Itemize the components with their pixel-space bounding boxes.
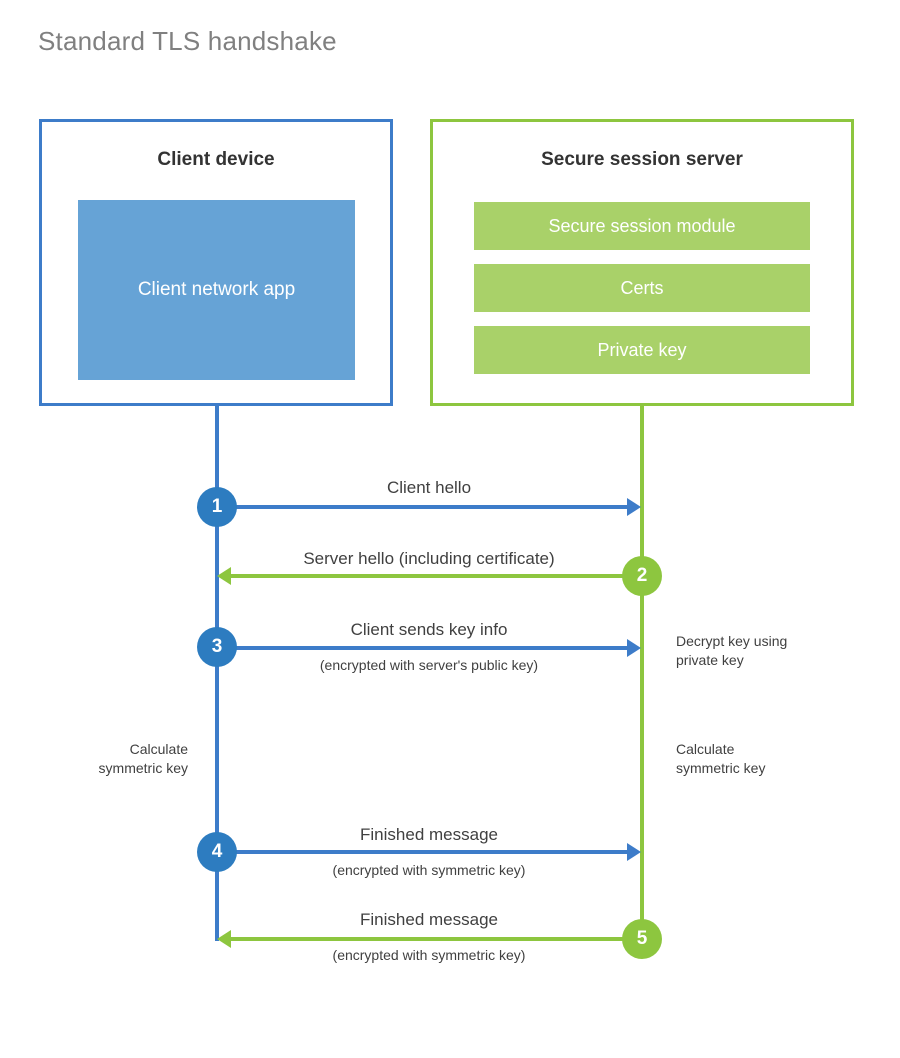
step-badge-1: 1	[197, 487, 237, 527]
arrow-head-right-icon	[627, 639, 641, 657]
server-component-certs: Certs	[474, 264, 810, 312]
step-3-label: Client sends key info	[350, 620, 508, 639]
client-device-title: Client device	[157, 149, 275, 170]
server-component-private-key: Private key	[474, 326, 810, 374]
step-4-label: Finished message	[360, 825, 498, 844]
client-device-box: Client device Client network app	[39, 119, 393, 406]
client-network-app-block: Client network app	[78, 200, 355, 380]
server-component-secure-session-module: Secure session module	[474, 202, 810, 250]
arrow-head-left-icon	[217, 930, 231, 948]
step-2-label: Server hello (including certificate)	[303, 549, 555, 568]
step-badge-2: 2	[622, 556, 662, 596]
step-5-sublabel: (encrypted with symmetric key)	[332, 947, 526, 963]
client-lifeline	[215, 406, 219, 941]
step-3-sublabel: (encrypted with server's public key)	[319, 657, 539, 673]
server-calculate-symmetric-key-note: Calculate symmetric key	[676, 741, 766, 776]
server-decrypt-note: Decrypt key using private key	[676, 633, 788, 668]
arrow-head-right-icon	[627, 498, 641, 516]
step-4-sublabel: (encrypted with symmetric key)	[332, 862, 526, 878]
client-network-app-label: Client network app	[137, 279, 296, 300]
step-3-arrow	[217, 639, 641, 657]
arrow-head-right-icon	[627, 843, 641, 861]
server-lifeline	[640, 406, 644, 940]
step-4-arrow	[217, 843, 641, 861]
arrow-head-left-icon	[217, 567, 231, 585]
step-1-arrow	[217, 498, 641, 516]
client-calculate-symmetric-key-note: Calculate symmetric key	[98, 741, 188, 776]
secure-session-server-title: Secure session server	[541, 149, 743, 170]
step-1-label: Client hello	[386, 478, 472, 497]
step-5-label: Finished message	[360, 910, 498, 929]
step-5-arrow	[217, 930, 642, 948]
step-badge-4: 4	[197, 832, 237, 872]
page-title: Standard TLS handshake	[38, 26, 337, 56]
step-badge-3: 3	[197, 627, 237, 667]
step-badge-5: 5	[622, 919, 662, 959]
secure-session-server-box: Secure session server Secure session mod…	[430, 119, 854, 406]
step-2-arrow	[217, 567, 642, 585]
